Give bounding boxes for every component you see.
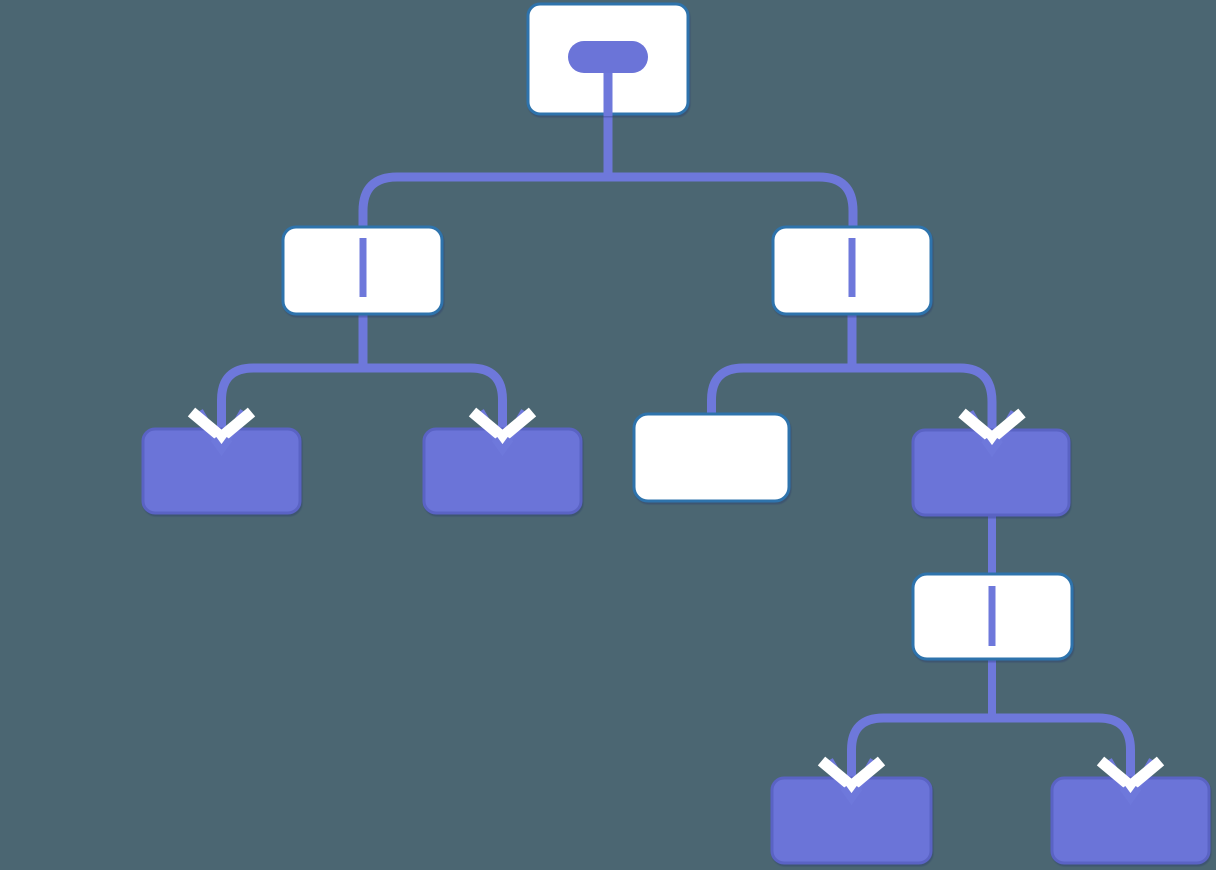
leaf-node-left-2[interactable] [422,427,583,515]
edge-tee-left-subtree [217,363,507,447]
leaf-node-left-1[interactable] [141,427,302,515]
arrow-marker-leaf-left-2 [468,407,537,457]
arrow-marker-leaf-bottom-right [1096,756,1165,806]
arrow-marker-leaf-bottom-left [817,756,886,806]
chevron-icon [187,407,256,445]
overlay-layer [187,41,1165,806]
chevron-icon [468,407,537,445]
arrowhead-tip [840,785,863,805]
chevron-icon [958,408,1026,446]
root-pill-glyph [568,41,648,116]
nodes-layer [141,2,1211,865]
edge-tee-right-subtree [707,363,997,448]
edge-tee-top [358,172,858,230]
arrow-marker-leaf-mid-right [958,408,1026,458]
empty-node-right[interactable] [632,412,791,503]
root-pill [568,41,648,73]
arrowhead-tip [1119,785,1142,805]
connectors-layer [217,112,1135,796]
arrowhead-tip [981,437,1003,457]
arrowhead-tip [491,436,514,456]
leaf-node-bottom-left[interactable] [770,776,933,865]
arrowhead-tip [210,436,233,456]
leaf-node-bottom-right[interactable] [1050,776,1211,865]
chevron-icon [1096,756,1165,794]
arrow-marker-leaf-left-1 [187,407,256,457]
edge-tee-bottom-subtree [847,713,1135,796]
chevron-icon [817,756,886,794]
